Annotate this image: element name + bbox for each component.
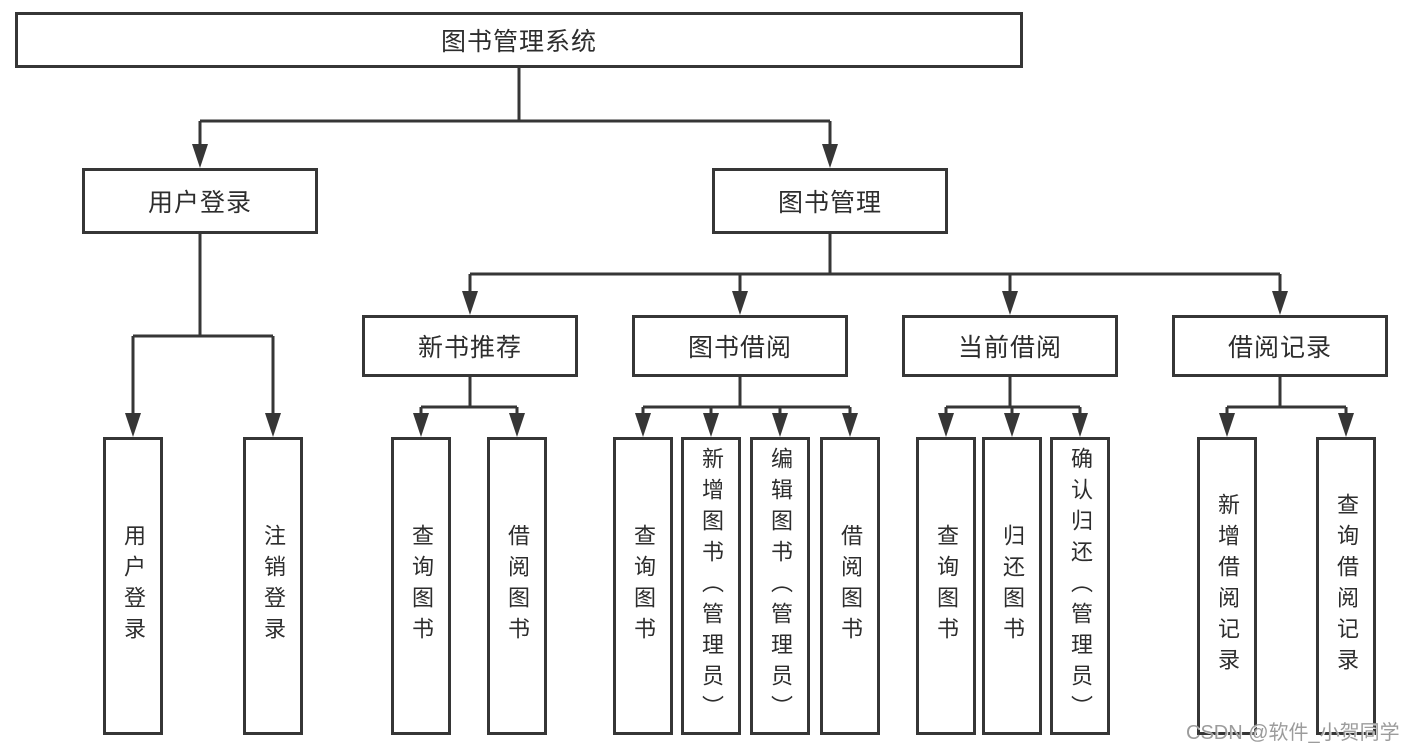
leaf-return-book: 归还图书 xyxy=(982,437,1042,735)
node-book-borrowing: 图书借阅 xyxy=(632,315,848,377)
leaf-search-books-borrowing: 查询图书 xyxy=(613,437,673,735)
leaf-search-books-current-label: 查询图书 xyxy=(934,524,959,648)
node-book-borrowing-label: 图书借阅 xyxy=(687,334,792,362)
leaf-borrow-books-borrowing-label: 借阅图书 xyxy=(838,524,863,648)
node-user-login-label: 用户登录 xyxy=(147,189,252,217)
leaf-edit-book-admin: 编辑图书（管理员） xyxy=(750,437,810,735)
leaf-add-borrow-record-label: 新增借阅记录 xyxy=(1215,493,1240,679)
leaf-user-login-label: 用户登录 xyxy=(121,524,146,648)
leaf-search-borrow-record: 查询借阅记录 xyxy=(1316,437,1376,735)
leaf-add-book-admin: 新增图书（管理员） xyxy=(681,437,741,735)
leaf-add-book-admin-label: 新增图书（管理员） xyxy=(699,446,724,726)
leaf-return-book-label: 归还图书 xyxy=(1000,524,1025,648)
leaf-search-books-current: 查询图书 xyxy=(916,437,976,735)
leaf-confirm-return-admin-label: 确认归还（管理员） xyxy=(1068,446,1093,726)
node-current-borrowing-label: 当前借阅 xyxy=(957,334,1062,362)
leaf-search-books-borrowing-label: 查询图书 xyxy=(631,524,656,648)
csdn-watermark: CSDN @软件_小贺同学 xyxy=(1186,722,1400,744)
leaf-user-login: 用户登录 xyxy=(103,437,163,735)
node-book-management-label: 图书管理 xyxy=(777,189,882,217)
leaf-logout-label: 注销登录 xyxy=(261,524,286,648)
node-borrowing-records: 借阅记录 xyxy=(1172,315,1388,377)
leaf-search-books-recommend: 查询图书 xyxy=(391,437,451,735)
leaf-borrow-books-borrowing: 借阅图书 xyxy=(820,437,880,735)
node-new-book-recommend: 新书推荐 xyxy=(362,315,578,377)
node-book-management: 图书管理 xyxy=(712,168,948,234)
leaf-add-borrow-record: 新增借阅记录 xyxy=(1197,437,1257,735)
node-user-login: 用户登录 xyxy=(82,168,318,234)
leaf-search-books-recommend-label: 查询图书 xyxy=(409,524,434,648)
leaf-borrow-books-recommend-label: 借阅图书 xyxy=(505,524,530,648)
leaf-logout: 注销登录 xyxy=(243,437,303,735)
node-library-system: 图书管理系统 xyxy=(15,12,1023,68)
leaf-confirm-return-admin: 确认归还（管理员） xyxy=(1050,437,1110,735)
leaf-borrow-books-recommend: 借阅图书 xyxy=(487,437,547,735)
node-current-borrowing: 当前借阅 xyxy=(902,315,1118,377)
node-borrowing-records-label: 借阅记录 xyxy=(1227,334,1332,362)
leaf-edit-book-admin-label: 编辑图书（管理员） xyxy=(768,446,793,726)
node-new-book-recommend-label: 新书推荐 xyxy=(417,334,522,362)
node-library-system-label: 图书管理系统 xyxy=(440,28,597,56)
leaf-search-borrow-record-label: 查询借阅记录 xyxy=(1334,493,1359,679)
